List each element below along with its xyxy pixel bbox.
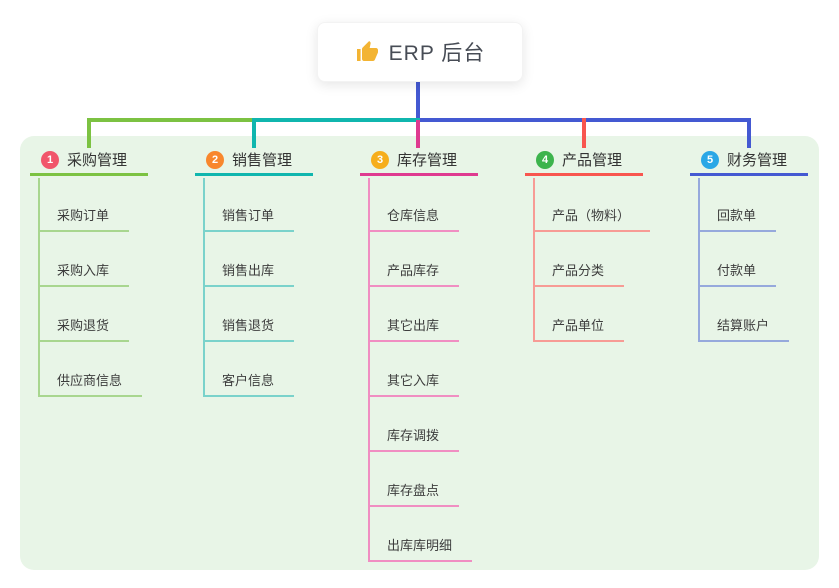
- branch-child-connector: [203, 178, 205, 397]
- branch-drop-line-2: [252, 118, 256, 148]
- branches-panel: [20, 136, 819, 570]
- child-node[interactable]: 客户信息: [203, 342, 295, 397]
- connector-bus-teal: [253, 118, 420, 122]
- branch-title: 采购管理: [67, 152, 128, 169]
- branch-drop-line-4: [582, 118, 586, 148]
- branch-header[interactable]: 3 库存管理: [360, 146, 478, 176]
- branch-badge: 1: [41, 150, 59, 169]
- branch-sales: 2 销售管理 销售订单 销售出库 销售退货 客户信息: [195, 146, 313, 397]
- branch-child-connector: [533, 178, 535, 342]
- branch-badge: 4: [536, 150, 554, 169]
- branch-header[interactable]: 1 采购管理: [30, 146, 148, 176]
- child-node[interactable]: 销售出库: [203, 232, 295, 287]
- child-label: 结算账户: [698, 315, 790, 342]
- child-node[interactable]: 结算账户: [698, 287, 790, 342]
- child-label: 产品单位: [533, 315, 625, 342]
- branch-header[interactable]: 4 产品管理: [525, 146, 643, 176]
- child-node[interactable]: 库存调拨: [368, 397, 472, 452]
- child-node[interactable]: 销售订单: [203, 177, 295, 232]
- child-node[interactable]: 产品单位: [533, 287, 650, 342]
- child-node[interactable]: 付款单: [698, 232, 789, 287]
- child-label: 采购订单: [38, 205, 130, 232]
- child-node[interactable]: 采购退货: [38, 287, 142, 342]
- branch-product: 4 产品管理 产品（物料） 产品分类 产品单位: [525, 146, 651, 342]
- child-label: 产品（物料）: [533, 205, 651, 232]
- thumbs-up-icon: [355, 40, 379, 64]
- branch-title: 库存管理: [397, 152, 458, 169]
- child-label: 回款单: [698, 205, 777, 232]
- branch-title: 财务管理: [727, 152, 788, 169]
- child-node[interactable]: 出库库明细: [368, 507, 473, 562]
- branch-finance: 5 财务管理 回款单 付款单 结算账户: [690, 146, 808, 342]
- child-label: 仓库信息: [368, 205, 460, 232]
- child-label: 销售退货: [203, 315, 295, 342]
- branch-badge: 2: [206, 150, 224, 169]
- child-node[interactable]: 供应商信息: [38, 342, 143, 397]
- branch-badge: 5: [701, 150, 719, 169]
- root-node[interactable]: ERP 后台: [317, 22, 523, 82]
- child-node[interactable]: 回款单: [698, 177, 789, 232]
- branch-badge: 3: [371, 150, 389, 169]
- child-node[interactable]: 仓库信息: [368, 177, 472, 232]
- child-label: 其它出库: [368, 315, 460, 342]
- root-title: ERP 后台: [388, 42, 486, 65]
- child-label: 供应商信息: [38, 370, 143, 397]
- child-label: 产品库存: [368, 260, 460, 287]
- branch-inventory: 3 库存管理 仓库信息 产品库存 其它出库 其它入库 库存调拨 库存盘点 出库库…: [360, 146, 478, 562]
- branch-title: 产品管理: [562, 152, 623, 169]
- branch-drop-line-1: [87, 118, 91, 148]
- branch-child-connector: [368, 178, 370, 562]
- child-label: 付款单: [698, 260, 777, 287]
- child-node[interactable]: 产品（物料）: [533, 177, 651, 232]
- branch-purchase: 1 采购管理 采购订单 采购入库 采购退货 供应商信息: [30, 146, 148, 397]
- branch-child-connector: [38, 178, 40, 397]
- branch-header[interactable]: 2 销售管理: [195, 146, 313, 176]
- child-node[interactable]: 采购入库: [38, 232, 142, 287]
- child-node[interactable]: 销售退货: [203, 287, 295, 342]
- child-label: 产品分类: [533, 260, 625, 287]
- child-label: 库存盘点: [368, 480, 460, 507]
- branch-header[interactable]: 5 财务管理: [690, 146, 808, 176]
- child-node[interactable]: 采购订单: [38, 177, 142, 232]
- child-label: 客户信息: [203, 370, 295, 397]
- child-node[interactable]: 其它出库: [368, 287, 472, 342]
- child-label: 库存调拨: [368, 425, 460, 452]
- root-connector-line: [416, 82, 420, 120]
- branch-drop-line-3: [416, 120, 420, 148]
- child-label: 采购入库: [38, 260, 130, 287]
- child-label: 销售出库: [203, 260, 295, 287]
- child-label: 销售订单: [203, 205, 295, 232]
- child-label: 出库库明细: [368, 535, 473, 562]
- child-node[interactable]: 产品分类: [533, 232, 650, 287]
- branch-title: 销售管理: [232, 152, 293, 169]
- child-node[interactable]: 库存盘点: [368, 452, 472, 507]
- child-node[interactable]: 产品库存: [368, 232, 472, 287]
- branch-drop-line-5: [747, 118, 751, 148]
- connector-bus-green: [87, 118, 253, 122]
- branch-child-connector: [698, 178, 700, 342]
- child-label: 其它入库: [368, 370, 460, 397]
- child-label: 采购退货: [38, 315, 130, 342]
- child-node[interactable]: 其它入库: [368, 342, 472, 397]
